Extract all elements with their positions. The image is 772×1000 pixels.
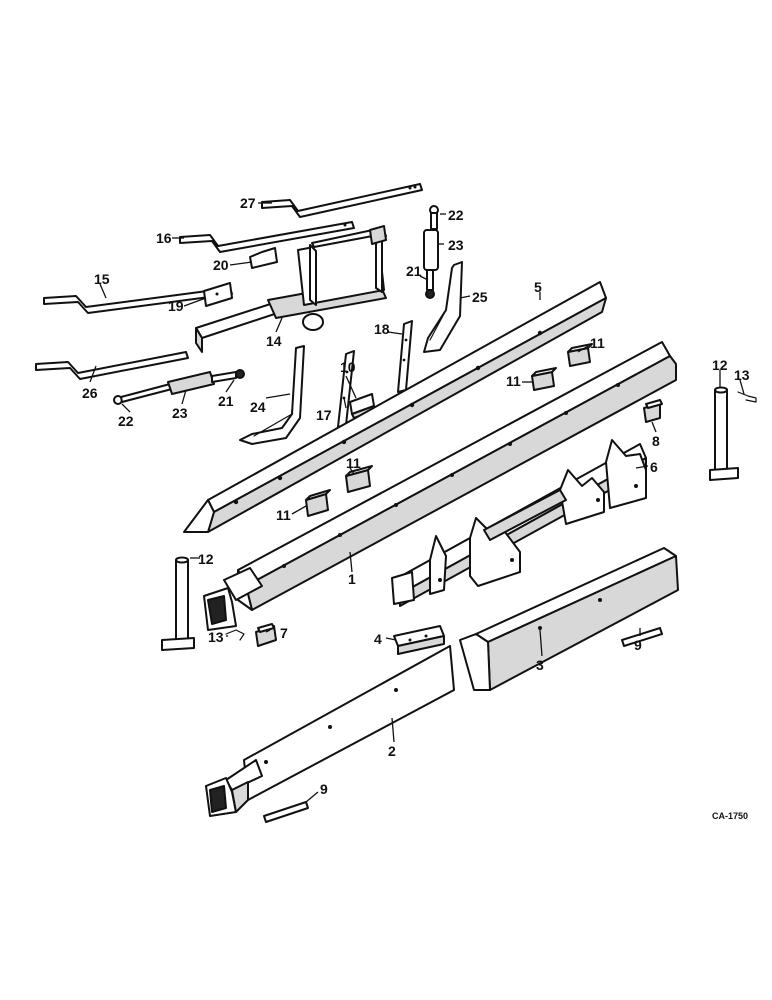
part-9-strap-lower	[263, 801, 309, 823]
callout-27: 27	[240, 195, 256, 211]
callout-20: 20	[213, 257, 229, 273]
part-6-cradle-frame	[391, 439, 647, 607]
part-2-plate	[205, 645, 455, 817]
callout-9-lower: 9	[320, 781, 328, 797]
part-23-cylinder-upper	[423, 229, 439, 271]
callout-21-lower: 21	[218, 393, 234, 409]
part-7-clip	[255, 623, 277, 647]
callout-7: 7	[280, 625, 288, 641]
part-11-block-c	[345, 465, 373, 493]
callout-11-d: 11	[276, 507, 291, 523]
callout-22-upper: 22	[448, 207, 464, 223]
callout-12-right: 12	[712, 357, 728, 373]
callout-26: 26	[82, 385, 98, 401]
part-1-main-beam	[203, 341, 677, 631]
part-11-block-a	[567, 343, 593, 367]
callout-11-b: 11	[506, 373, 521, 389]
callout-18: 18	[374, 321, 390, 337]
drawing-code: CA-1750	[712, 811, 748, 821]
callout-23-lower: 23	[172, 405, 188, 421]
part-26-bent-bar	[35, 351, 189, 380]
callout-23-upper: 23	[448, 237, 464, 253]
part-22-eye-bolt-upper	[429, 205, 439, 230]
part-12-post-left	[161, 556, 195, 651]
callout-4: 4	[374, 631, 382, 647]
callout-1: 1	[348, 571, 356, 587]
part-18-strap	[397, 320, 413, 393]
part-11-block-d	[305, 489, 331, 517]
part-21-rod-upper	[425, 269, 435, 299]
callout-13-left: 13	[208, 629, 224, 645]
part-23-cylinder-lower	[167, 371, 215, 395]
callout-25: 25	[472, 289, 488, 305]
part-5-angle	[183, 281, 607, 533]
callout-17: 17	[316, 407, 332, 423]
callout-labels: 27 16 15 20 19 14 22 23 21 25 5 18 11 11…	[82, 195, 750, 821]
callout-10: 10	[340, 359, 356, 375]
leader-lines	[89, 202, 745, 803]
part-12-post-right	[709, 386, 739, 481]
callout-5: 5	[534, 279, 542, 295]
part-9-strap-upper	[621, 627, 663, 647]
callout-8: 8	[652, 433, 660, 449]
part-16-bent-bar	[179, 221, 355, 253]
callout-12-left: 12	[198, 551, 214, 567]
callout-24: 24	[250, 399, 266, 415]
part-27-bent-bar	[261, 183, 423, 218]
part-20-plate	[249, 247, 278, 269]
callout-14: 14	[266, 333, 282, 349]
callout-11-a: 11	[590, 335, 605, 351]
callout-6: 6	[650, 459, 658, 475]
callout-11-c: 11	[346, 455, 361, 471]
part-3-channel	[459, 547, 679, 691]
callout-2: 2	[388, 743, 396, 759]
callout-15: 15	[94, 271, 110, 287]
callout-22-lower: 22	[118, 413, 134, 429]
part-24-bracket	[239, 345, 305, 445]
callout-3: 3	[536, 657, 544, 673]
part-22-eye-bolt-lower	[113, 383, 173, 405]
part-21-rod-lower	[211, 369, 245, 383]
part-11-block-b	[531, 367, 557, 391]
callout-21-upper: 21	[406, 263, 422, 279]
callout-19: 19	[168, 298, 184, 314]
part-25-bracket	[423, 261, 463, 353]
part-13-pin-right	[737, 391, 757, 403]
part-8-clip	[643, 399, 663, 423]
part-13-pin-left	[225, 629, 245, 641]
callout-9-upper: 9	[634, 637, 642, 653]
part-4-angle-bracket	[393, 625, 445, 655]
part-19-plate	[203, 282, 233, 307]
callout-13-right: 13	[734, 367, 750, 383]
part-14-frame	[195, 225, 387, 353]
callout-16: 16	[156, 230, 172, 246]
